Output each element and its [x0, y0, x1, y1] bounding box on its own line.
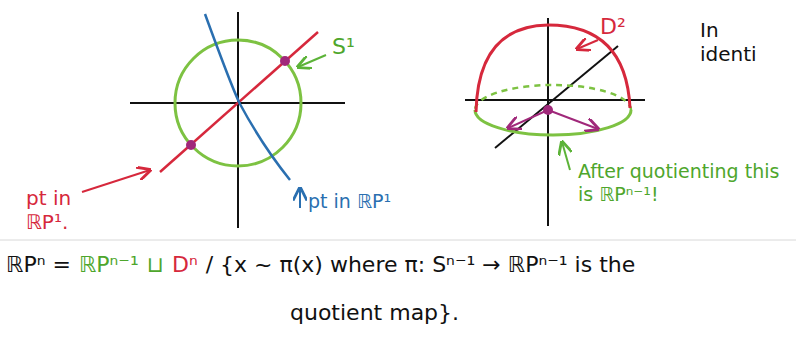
quotient-note: After quotienting this is ℝPⁿ⁻¹!: [578, 160, 783, 206]
formula-part: ℝPⁿ⁻¹: [79, 252, 139, 278]
arrow: [508, 110, 548, 128]
formula-part: ℝPⁿ =: [6, 252, 71, 278]
note-text: In identi: [700, 18, 770, 66]
blue-line: [205, 14, 290, 180]
z-axis: [547, 18, 549, 226]
formula-part: quotient map}.: [290, 300, 459, 326]
leader-line: [562, 142, 570, 170]
boundary-back: [475, 85, 631, 110]
formula-line: ℝPⁿ = ℝPⁿ⁻¹ ⊔ Dⁿ / {x ~ π(x) where π: Sⁿ⁻¹ →…: [6, 252, 635, 278]
point-label: pt in ℝP¹: [308, 190, 391, 213]
leader-line: [298, 55, 326, 67]
leader-line: [577, 40, 598, 49]
separator: [0, 240, 796, 241]
formula-part: ⊔: [147, 252, 164, 278]
point: [543, 105, 553, 115]
formula-part: Dⁿ: [172, 252, 198, 278]
disk-label: D²: [600, 14, 626, 40]
point: [280, 56, 290, 66]
point-label: pt in ℝP¹.: [26, 186, 96, 234]
formula-part: / {x ~ π(x) where π: Sⁿ⁻¹ → ℝPⁿ⁻¹ is the: [206, 252, 636, 278]
circle-figure: [82, 12, 345, 228]
leader-line: [299, 188, 301, 208]
arrow: [548, 110, 598, 129]
boundary-front: [475, 110, 631, 135]
point: [186, 140, 196, 150]
y-axis: [237, 12, 239, 228]
circle-label: S¹: [332, 34, 355, 60]
leader-line: [82, 170, 150, 192]
